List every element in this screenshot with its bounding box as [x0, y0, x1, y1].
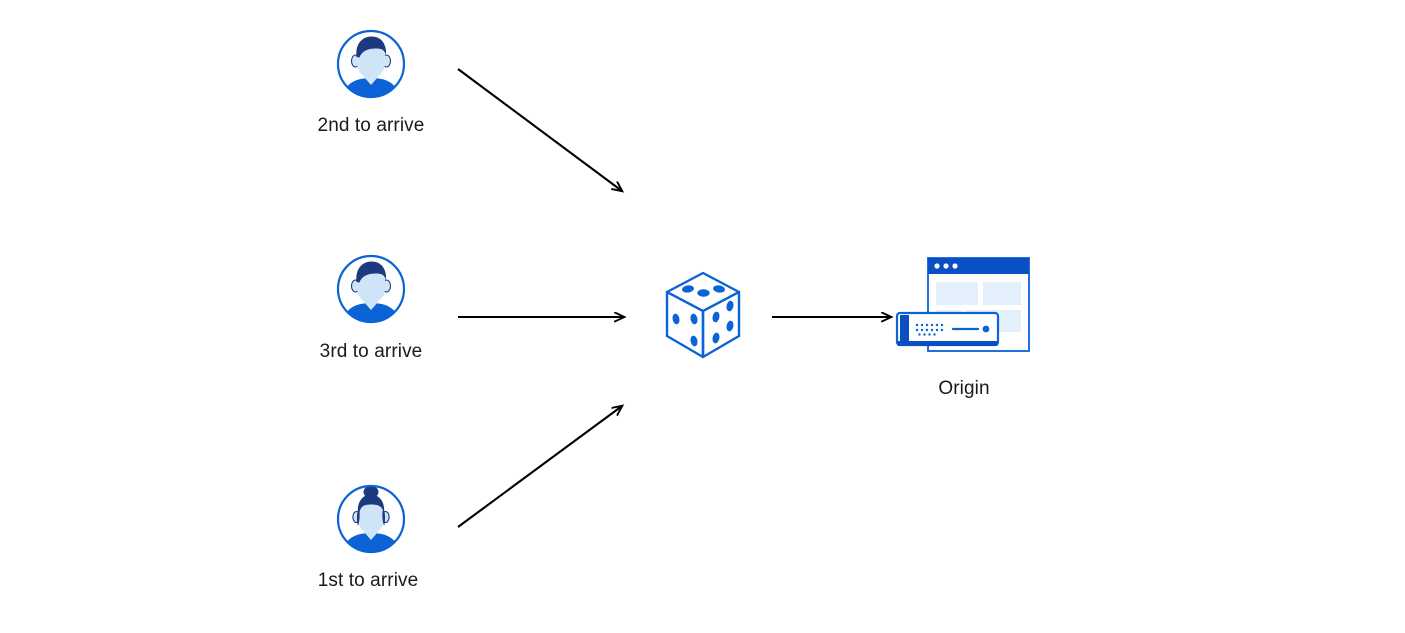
node-origin-server — [893, 255, 1033, 360]
server-led — [982, 325, 990, 333]
origin-server-icon — [895, 257, 1030, 352]
label-origin-server: Origin — [938, 378, 990, 399]
label-client-3: 3rd to arrive — [319, 341, 423, 362]
arrow-client2-to-dice — [457, 68, 622, 191]
user-avatar-male-icon — [336, 254, 406, 324]
label-client-1: 1st to arrive — [317, 570, 419, 591]
node-load-balancer — [660, 268, 746, 364]
node-client-3 — [335, 253, 407, 325]
window-dot-1 — [934, 263, 940, 269]
window-dot-3 — [952, 263, 958, 269]
dice-icon — [665, 271, 741, 359]
node-client-1 — [335, 483, 407, 555]
user-avatar-female-icon — [336, 484, 406, 554]
window-dot-2 — [943, 263, 949, 269]
server-vents — [915, 323, 944, 336]
node-client-2 — [335, 28, 407, 100]
user-avatar-male-icon — [336, 29, 406, 99]
server-device — [895, 311, 1000, 347]
label-client-2: 2nd to arrive — [317, 115, 425, 136]
arrow-client1-to-dice — [457, 406, 622, 528]
